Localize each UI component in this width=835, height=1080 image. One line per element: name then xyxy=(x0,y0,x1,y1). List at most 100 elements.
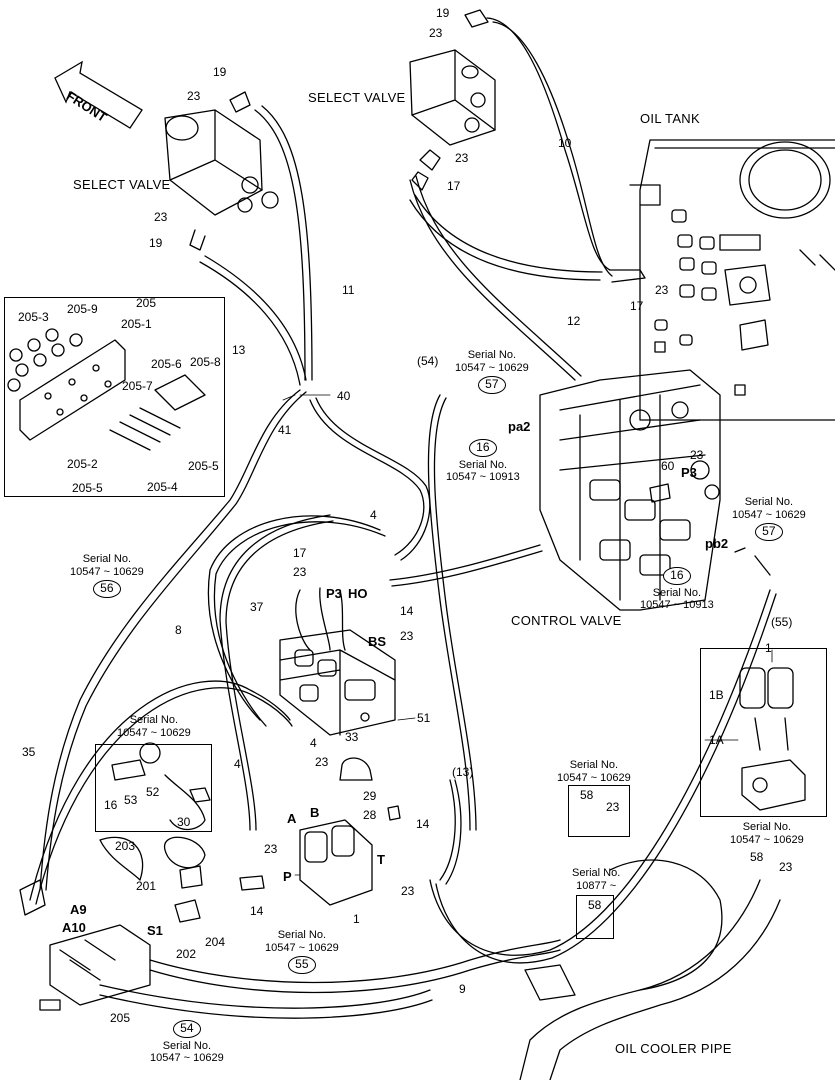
title-select-valve-left: SELECT VALVE xyxy=(73,177,171,192)
serial-range: 10547 ~ 10629 xyxy=(455,361,529,374)
serial-range: 10547 ~ 10629 xyxy=(117,726,191,739)
control-valve-drawing xyxy=(539,369,771,611)
serial-label: Serial No. xyxy=(162,1039,211,1052)
part-label: 23 xyxy=(606,800,620,814)
serial-callout-56: Serial No. 10547 ~ 10629 56 xyxy=(70,553,144,600)
title-select-valve-top: SELECT VALVE xyxy=(308,90,406,105)
part-label: 60 xyxy=(661,459,675,473)
serial-label: Serial No. xyxy=(652,586,701,599)
select-valve-left-drawing xyxy=(164,91,279,251)
serial-range: 10547 ~ 10629 xyxy=(732,508,806,521)
serial-range: 10547 ~ 10629 xyxy=(265,941,339,954)
part-label: 205-3 xyxy=(18,310,49,324)
part-label: 23 xyxy=(655,283,669,297)
port-label: A xyxy=(287,811,297,826)
callout-ring: 54 xyxy=(173,1020,201,1038)
part-label: 1B xyxy=(709,688,724,702)
part-label: 29 xyxy=(363,789,377,803)
port-label: T xyxy=(377,852,385,867)
port-label: A10 xyxy=(62,920,86,935)
inset-box-58b xyxy=(576,895,614,939)
part-label: 58 xyxy=(750,850,764,864)
part-label: 4 xyxy=(310,736,317,750)
part-label: 19 xyxy=(213,65,227,79)
inset-box-58a xyxy=(568,785,630,837)
part-label: 13 xyxy=(232,343,246,357)
part-label: 17 xyxy=(630,299,644,313)
part-label: 17 xyxy=(447,179,461,193)
part-label: 10 xyxy=(558,136,572,150)
serial-range: 10547 ~ 10629 xyxy=(730,833,804,846)
part-label: 11 xyxy=(342,283,355,297)
part-label: 23 xyxy=(401,884,415,898)
part-label: 52 xyxy=(146,785,160,799)
part-label: 14 xyxy=(250,904,264,918)
part-label: 51 xyxy=(417,711,431,725)
part-label: 23 xyxy=(293,565,307,579)
title-oil-cooler-pipe: OIL COOLER PIPE xyxy=(615,1041,732,1056)
part-label: 16 xyxy=(104,798,118,812)
part-label: 23 xyxy=(429,26,443,40)
oil-tank-drawing xyxy=(629,139,835,421)
inset-205-drawing xyxy=(7,328,206,451)
select-valve-top-drawing xyxy=(409,9,496,191)
part-label: 203 xyxy=(115,839,136,853)
callout-ring: 16 xyxy=(663,567,691,585)
serial-range: 10547 ~ 10913 xyxy=(640,599,714,612)
inset-1-drawing xyxy=(739,667,806,811)
part-label: 12 xyxy=(567,314,581,328)
title-control-valve: CONTROL VALVE xyxy=(511,613,622,628)
serial-callout-box-53: Serial No. 10547 ~ 10629 xyxy=(117,714,191,739)
inset-box-1 xyxy=(700,648,827,817)
part-label: 23 xyxy=(187,89,201,103)
part-label: (55) xyxy=(771,615,793,629)
part-label: 205-6 xyxy=(151,357,182,371)
port-label: HO xyxy=(348,586,368,601)
part-label: 58 xyxy=(588,898,602,912)
manifold-205-drawing xyxy=(19,879,151,1011)
part-label: 205 xyxy=(136,296,157,310)
solenoid-valve-1-drawing xyxy=(239,819,373,906)
part-label: (54) xyxy=(417,354,439,368)
serial-label: Serial No. xyxy=(572,867,621,879)
serial-callout-55: Serial No. 10547 ~ 10629 55 xyxy=(265,929,339,976)
serial-callout-16b: 16 Serial No. 10547 ~ 10913 xyxy=(640,565,714,612)
part-label: 205-9 xyxy=(67,302,98,316)
part-label: 19 xyxy=(149,236,163,250)
serial-range: 10547 ~ 10629 xyxy=(150,1052,224,1065)
serial-callout-57a: Serial No. 10547 ~ 10629 57 xyxy=(455,349,529,396)
part-label: 205-5 xyxy=(72,481,103,495)
serial-callout-box-58c: Serial No. 10547 ~ 10629 xyxy=(730,821,804,846)
front-arrow-indicator: FRONT xyxy=(50,60,145,130)
callout-ring: 56 xyxy=(93,580,121,599)
part-label: 37 xyxy=(250,600,264,614)
pilot-valve-block-drawing xyxy=(279,587,396,736)
part-label: 205-4 xyxy=(147,480,178,494)
part-label: 41 xyxy=(278,423,292,437)
callout-ring: 16 xyxy=(469,439,497,457)
part-label: 205-8 xyxy=(190,355,221,369)
oil-cooler-pipe-drawing xyxy=(519,859,781,1080)
inset-box-sensor xyxy=(95,744,212,832)
port-label: pa2 xyxy=(508,419,531,434)
part-label: 14 xyxy=(400,604,414,618)
port-label: P3 xyxy=(681,465,697,480)
part-label: 201 xyxy=(136,879,157,893)
part-label: 4 xyxy=(370,508,377,522)
part-label: 1 xyxy=(765,641,772,655)
serial-range: 10547 ~ 10629 xyxy=(70,565,144,578)
part-label: 205-2 xyxy=(67,457,98,471)
port-label: BS xyxy=(368,634,387,649)
port-label: B xyxy=(310,805,320,820)
serial-label: Serial No. xyxy=(569,759,618,771)
serial-callout-box-58a: Serial No. 10547 ~ 10629 xyxy=(557,759,631,784)
callout-ring: 57 xyxy=(755,523,783,542)
part-label: 204 xyxy=(205,935,226,949)
front-arrow-icon xyxy=(54,60,143,129)
part-label: 202 xyxy=(176,947,197,961)
port-label: S1 xyxy=(147,923,163,938)
part-label: 14 xyxy=(416,817,430,831)
serial-label: Serial No. xyxy=(82,553,131,565)
sensor-parts-drawing xyxy=(99,742,401,923)
